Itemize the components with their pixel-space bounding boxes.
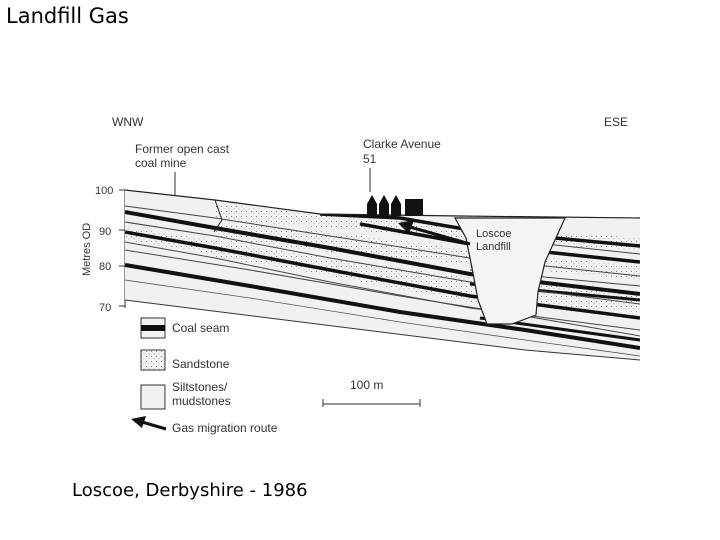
y-tick-90: 90 bbox=[99, 226, 111, 238]
orientation-wnw: WNW bbox=[112, 115, 144, 129]
slide-caption: Loscoe, Derbyshire - 1986 bbox=[72, 480, 308, 501]
y-axis-label: Metres OD bbox=[81, 223, 93, 276]
landfill-body bbox=[453, 217, 566, 325]
legend-siltstone-label-line1: Siltstones/ bbox=[172, 380, 228, 394]
landfill-label-line1: Loscoe bbox=[476, 228, 511, 240]
slide-title: Landfill Gas bbox=[6, 4, 129, 28]
house-icons bbox=[367, 195, 423, 216]
legend-gas-label: Gas migration route bbox=[172, 421, 278, 435]
depth-axis bbox=[119, 189, 126, 308]
legend: Coal seam Sandstone Siltstones/ mudstone… bbox=[131, 317, 278, 435]
mine-label-line1: Former open cast bbox=[135, 142, 230, 156]
scale-bar-label: 100 m bbox=[350, 378, 383, 392]
legend-gas-arrow bbox=[131, 416, 167, 431]
legend-sandstone-swatch bbox=[140, 349, 166, 371]
legend-coal-label: Coal seam bbox=[172, 321, 229, 335]
scale-bar bbox=[322, 399, 421, 407]
orientation-ese: ESE bbox=[604, 115, 628, 129]
landfill-label-line2: Landfill bbox=[476, 241, 511, 253]
street-label-line1: Clarke Avenue bbox=[363, 137, 441, 151]
y-tick-70: 70 bbox=[99, 302, 111, 314]
gas-migration-arrow bbox=[398, 220, 471, 246]
y-tick-100: 100 bbox=[95, 185, 113, 197]
legend-sandstone-label: Sandstone bbox=[172, 357, 230, 371]
mine-label-line2: coal mine bbox=[135, 156, 187, 170]
legend-siltstone-label-line2: mudstones bbox=[172, 394, 231, 408]
street-label-line2: 51 bbox=[363, 152, 377, 166]
legend-siltstone-swatch bbox=[140, 384, 166, 410]
y-tick-80: 80 bbox=[99, 261, 111, 273]
